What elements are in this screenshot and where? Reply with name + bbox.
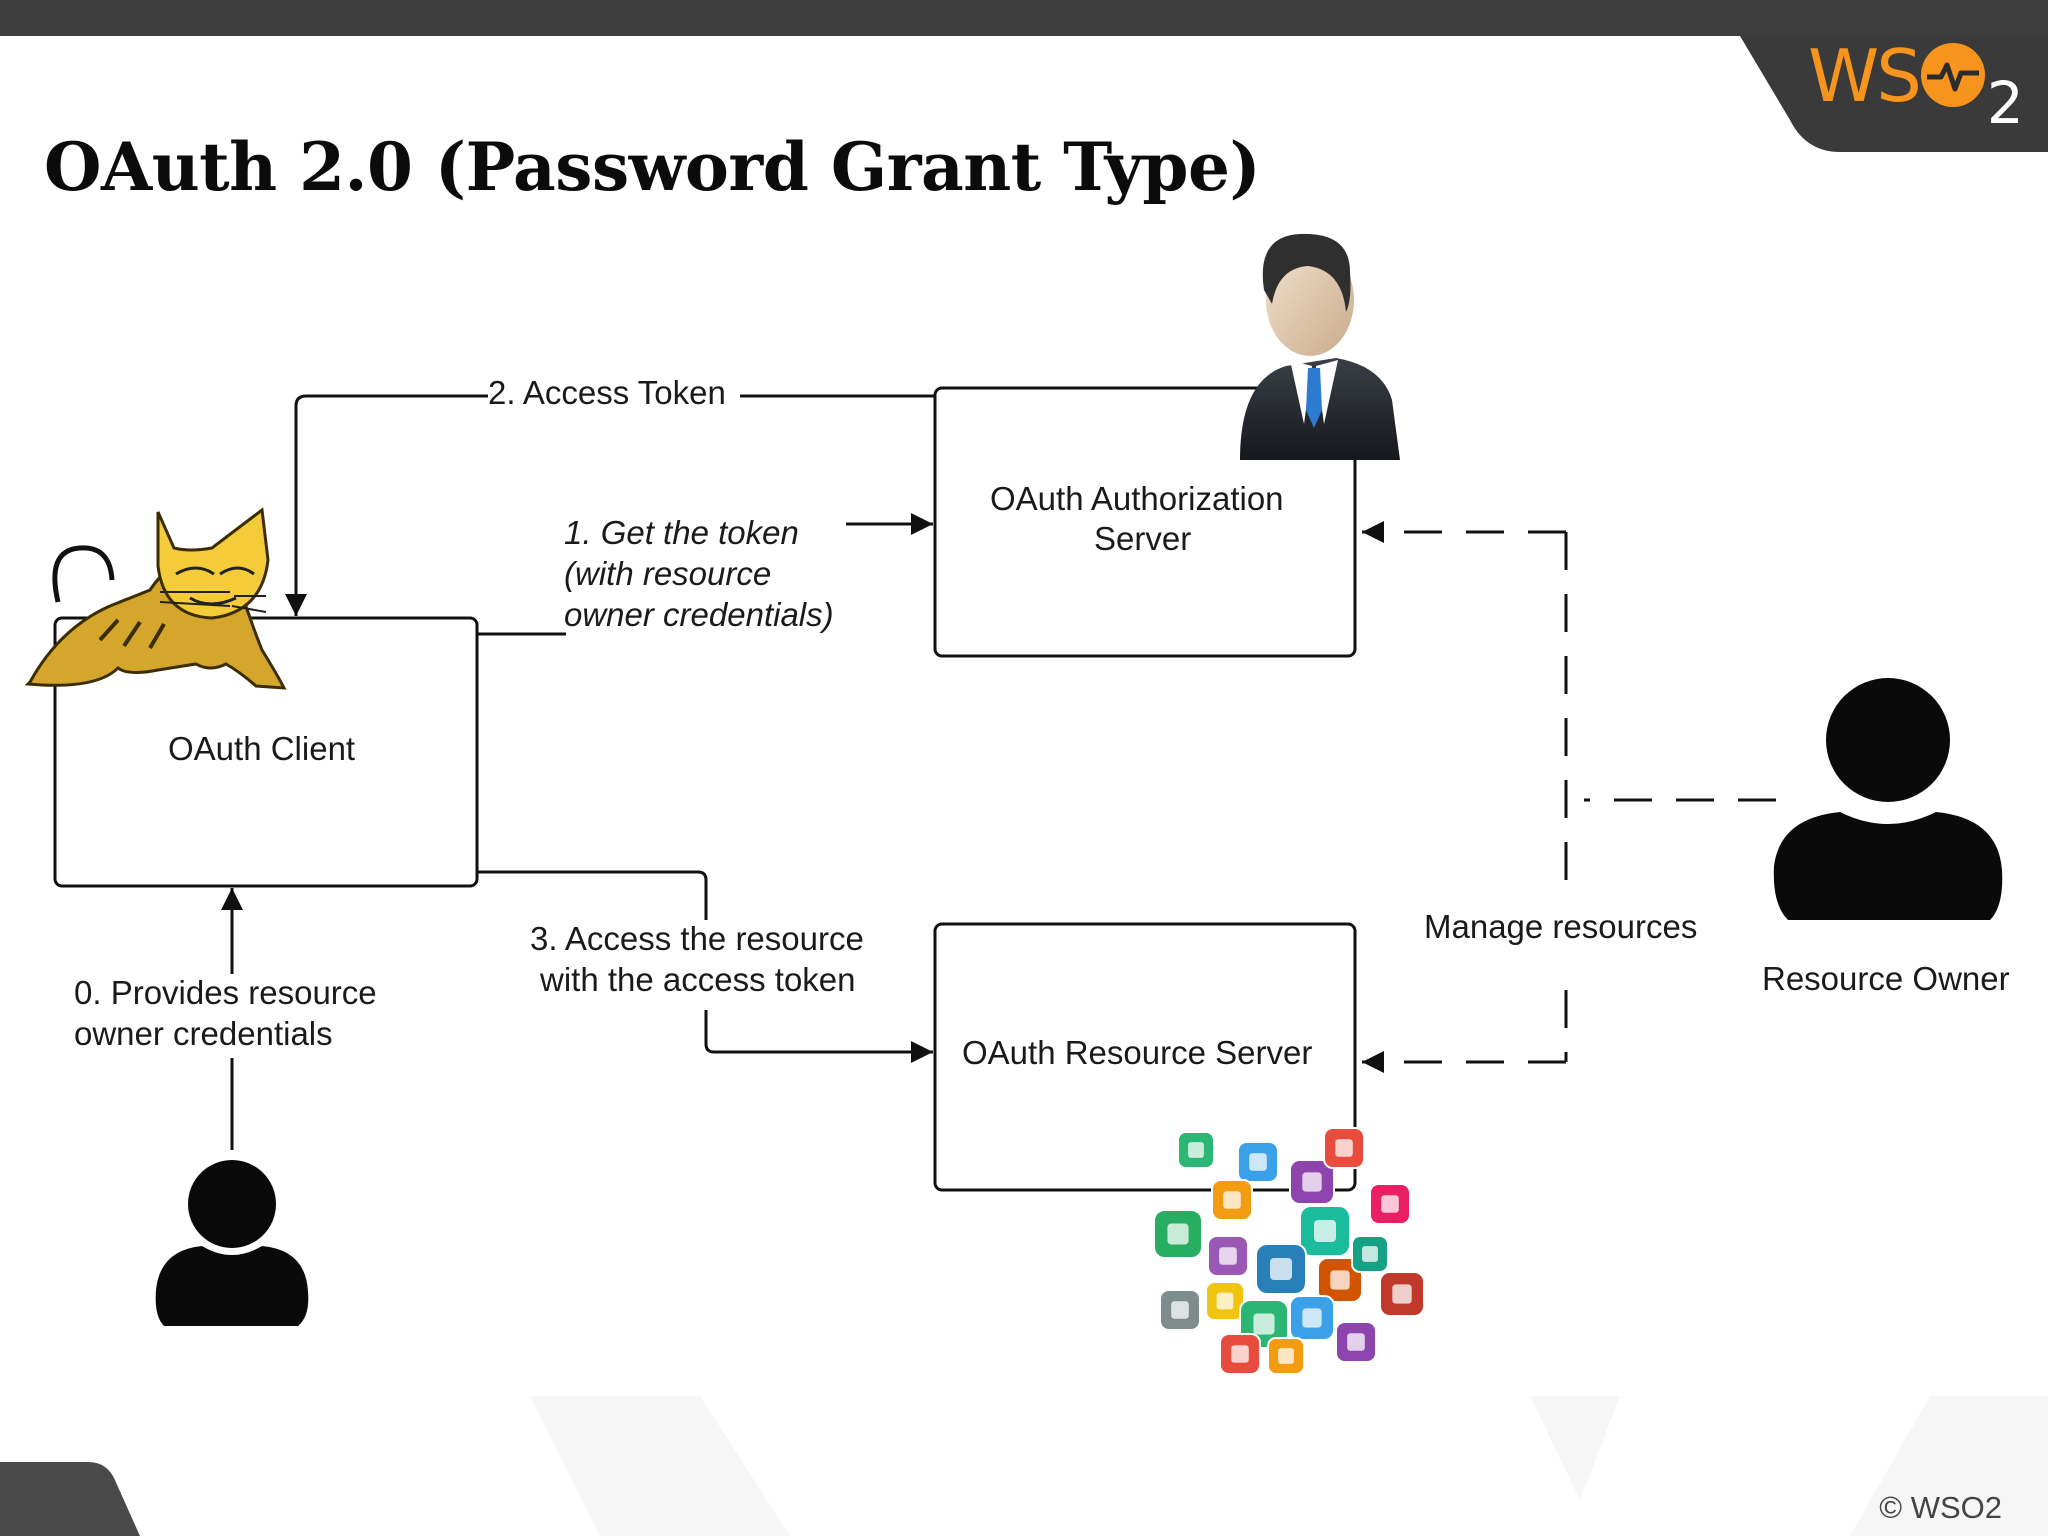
edge-label-step1-line3: owner credentials) xyxy=(564,596,834,633)
app-icons-cluster xyxy=(1153,1127,1425,1375)
edge-step2-line xyxy=(296,394,935,616)
edge-label-manage: Manage resources xyxy=(1424,908,1698,945)
edge-label-step2: 2. Access Token xyxy=(488,374,726,411)
oauth-client-box xyxy=(53,616,479,888)
slide-title: OAuth 2.0 (Password Grant Type) xyxy=(44,128,1261,206)
app-icon-glyph xyxy=(1188,1142,1204,1158)
edge-label-step0-line1: 0. Provides resource xyxy=(74,974,377,1011)
bottom-left-shape xyxy=(0,1462,140,1536)
app-icon-glyph xyxy=(1335,1139,1353,1157)
edge-label-step0-line2: owner credentials xyxy=(74,1015,333,1052)
edge-label-step3-line2: with the access token xyxy=(540,961,856,998)
node-label-resource-owner: Resource Owner xyxy=(1762,960,2010,997)
logo-text: WS xyxy=(1808,34,1922,118)
app-icon-glyph xyxy=(1302,1172,1322,1192)
app-icon-glyph xyxy=(1392,1284,1412,1304)
app-icon-glyph xyxy=(1314,1220,1336,1242)
app-icon-glyph xyxy=(1278,1348,1294,1364)
app-icon-glyph xyxy=(1347,1333,1365,1351)
edge-label-step3-line1: 3. Access the resource xyxy=(530,920,864,957)
app-icon-glyph xyxy=(1330,1270,1350,1290)
edge-label-step1-line1: 1. Get the token xyxy=(564,514,799,551)
node-label-client: OAuth Client xyxy=(168,730,356,767)
node-label-auth-server-line2: Server xyxy=(1094,520,1192,557)
logo-subscript: 2 xyxy=(1986,69,2024,137)
app-icon-glyph xyxy=(1171,1301,1189,1319)
user-icon xyxy=(155,1160,309,1326)
app-icon-glyph xyxy=(1216,1292,1234,1310)
top-bar xyxy=(0,0,2048,36)
tomcat-cat-icon xyxy=(24,507,287,690)
logo-o-pulse-icon xyxy=(1920,43,1985,107)
businessman-icon xyxy=(1240,233,1400,460)
watermark-left xyxy=(530,1396,790,1536)
app-icon-glyph xyxy=(1302,1308,1322,1328)
app-icon-glyph xyxy=(1231,1345,1249,1363)
app-icon-glyph xyxy=(1362,1246,1378,1262)
node-label-auth-server-line1: OAuth Authorization xyxy=(990,480,1284,517)
app-icon-glyph xyxy=(1381,1195,1399,1213)
app-icon-glyph xyxy=(1219,1247,1237,1265)
app-icon-glyph xyxy=(1249,1153,1267,1171)
app-icon-glyph xyxy=(1253,1313,1275,1335)
watermark-right xyxy=(1850,1396,2048,1536)
resource-owner-icon xyxy=(1773,678,2003,920)
edge-step3-bottom xyxy=(704,1010,933,1063)
app-icon-glyph xyxy=(1223,1191,1241,1209)
node-label-resource-server: OAuth Resource Server xyxy=(962,1034,1313,1071)
resource-server-box xyxy=(933,922,1357,1192)
watermark-mid xyxy=(1530,1396,1620,1500)
copyright: © WSO2 xyxy=(1879,1490,2002,1525)
edge-label-step1-line2: (with resource xyxy=(564,555,772,592)
edge-manage-dashed xyxy=(1362,521,1776,1073)
edge-step3-top xyxy=(478,870,708,920)
app-icon-glyph xyxy=(1167,1223,1189,1245)
wso2-logo: WS 2 xyxy=(1808,34,2024,137)
app-icon-glyph xyxy=(1270,1258,1292,1280)
